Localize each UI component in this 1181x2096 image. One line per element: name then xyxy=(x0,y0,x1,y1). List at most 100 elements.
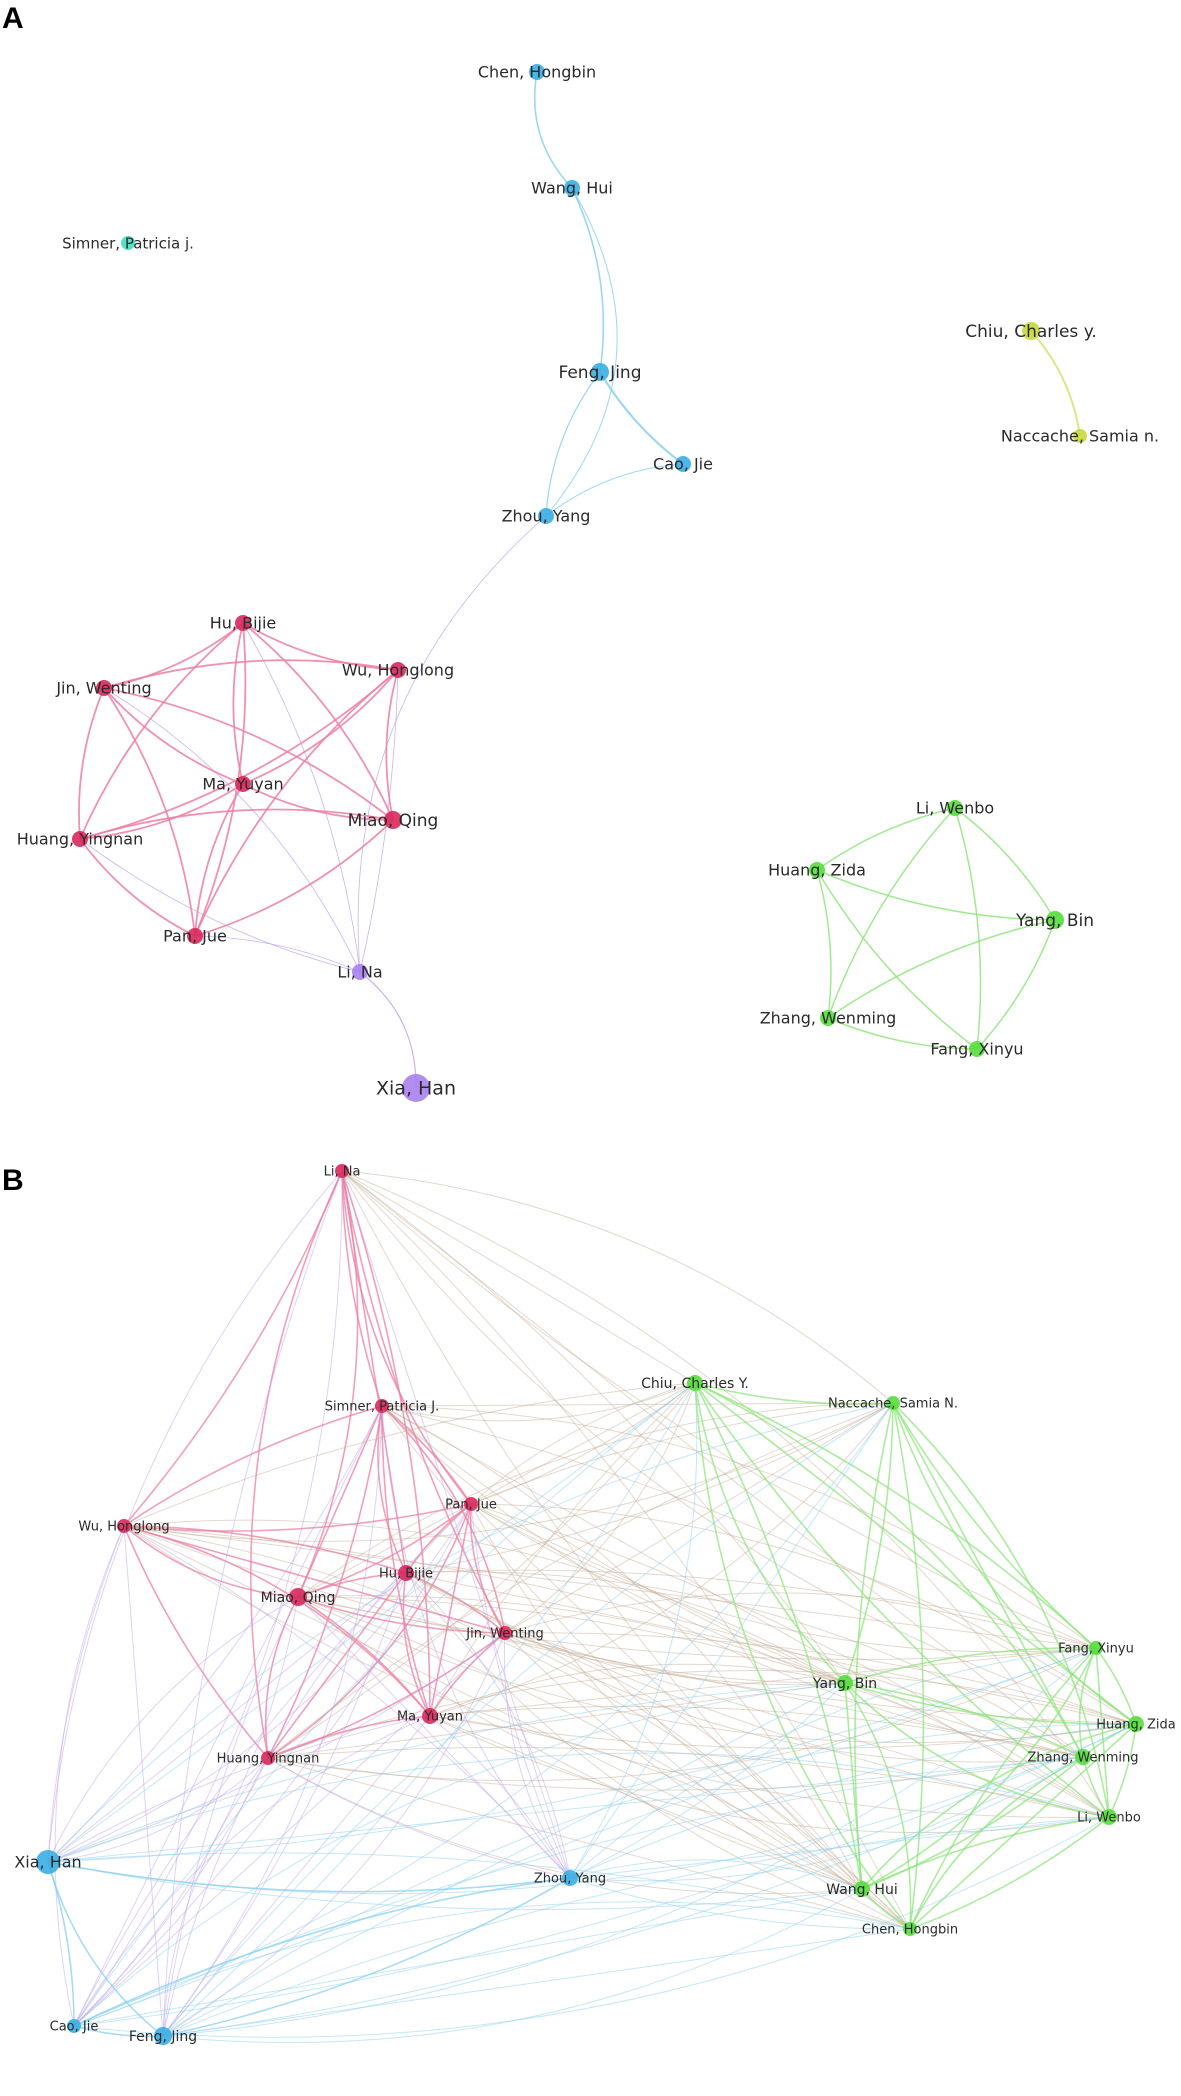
panel-b-node-fang-xinyu xyxy=(1089,1641,1103,1655)
panel-b-edge-104 xyxy=(297,1595,1110,1818)
panel-b-edge-64 xyxy=(267,1503,472,1759)
panel-b-edge-13 xyxy=(341,1170,1084,1758)
panel-b-edge-191 xyxy=(47,1682,846,1863)
panel-b-edge-8 xyxy=(341,1170,696,1384)
panel-a-node-feng-jing xyxy=(591,363,609,381)
panel-a-edge-18 xyxy=(79,622,244,840)
panel-b-edge-88 xyxy=(405,1572,1110,1818)
panel-b-edge-215 xyxy=(162,1816,1110,2037)
panel-a-edge-36 xyxy=(954,807,1056,921)
panel-b-edge-127 xyxy=(429,1382,696,1717)
panel-b-label-huang-yingnan: Huang, Yingnan xyxy=(217,1752,320,1767)
panel-b-edge-78 xyxy=(297,1572,407,1598)
panel-a-edge-16 xyxy=(232,622,244,785)
panel-b-label-zhang-wenming: Zhang, Wenming xyxy=(1028,1751,1139,1766)
panel-b-edge-118 xyxy=(504,1632,1084,1763)
panel-b-edge-108 xyxy=(297,1596,571,1879)
panel-b-edge-128 xyxy=(429,1402,894,1717)
panel-b-edge-228 xyxy=(73,1877,571,2027)
panel-b-edge-20 xyxy=(162,1170,343,2037)
panel-b-edge-225 xyxy=(47,1861,571,1893)
panel-b-node-simner xyxy=(375,1399,389,1413)
panel-b-edge-102 xyxy=(297,1596,1137,1744)
panel-b-label-yang-bin: Yang, Bin xyxy=(812,1676,877,1692)
panel-b-edge-35 xyxy=(381,1405,863,1890)
panel-b-edge-36 xyxy=(381,1405,911,1930)
panel-b-edge-87 xyxy=(405,1571,1084,1758)
panel-b-edge-147 xyxy=(267,1757,863,1895)
panel-b-edge-38 xyxy=(381,1405,571,1879)
panel-a-node-yang-bin xyxy=(1046,911,1064,929)
panel-b-node-hu-bijie xyxy=(398,1565,414,1581)
panel-a-node-hu-bijie xyxy=(235,615,251,631)
panel-b-node-wang-hui xyxy=(854,1881,870,1897)
panel-a-edge-42 xyxy=(827,919,1056,1019)
panel-a-label-feng-jing: Feng, Jing xyxy=(559,363,642,383)
panel-b-edge-84 xyxy=(405,1569,1097,1649)
panel-a-label: A xyxy=(2,2,24,35)
panel-a-node-ma-yuyan xyxy=(235,776,251,792)
panel-b-edge-30 xyxy=(381,1405,1097,1649)
panel-b-edge-49 xyxy=(123,1525,1097,1649)
panel-b-label-zhou-yang: Zhou, Yang xyxy=(534,1872,606,1887)
panel-b-label-chiu: Chiu, Charles Y. xyxy=(641,1376,749,1392)
panel-b-node-jin-wenting xyxy=(498,1626,512,1640)
panel-b-edge-33 xyxy=(381,1405,1084,1758)
panel-b-label-wu-honglong: Wu, Honglong xyxy=(78,1520,169,1535)
panel-b-edge-58 xyxy=(54,1525,125,2027)
panel-b-edge-214 xyxy=(73,1816,1110,2038)
panel-b-edge-63 xyxy=(429,1503,472,1717)
panel-a-edge-24 xyxy=(194,669,399,937)
panel-a-label-yang-bin: Yang, Bin xyxy=(1015,911,1094,931)
panel-b-node-xia-han xyxy=(36,1850,60,1874)
panel-b-node-ma-yuyan xyxy=(422,1708,438,1724)
panel-b-edge-177 xyxy=(1095,1647,1137,1725)
panel-b-edge-26 xyxy=(381,1405,431,1717)
panel-a-edge-13 xyxy=(194,935,361,973)
panel-a-label-miao-qing: Miao, Qing xyxy=(348,811,439,831)
panel-b-edge-142 xyxy=(267,1647,1097,1782)
panel-b-edge-218 xyxy=(569,1859,863,1890)
panel-a-edge-40 xyxy=(816,869,832,1019)
panel-b-edge-219 xyxy=(73,1888,863,2027)
panel-b-label-hu-bijie: Hu, Bijie xyxy=(379,1567,433,1582)
panel-b-edge-19 xyxy=(73,1170,343,2027)
panel-b-edge-212 xyxy=(47,1752,1110,1863)
panel-b-node-zhang-wenming xyxy=(1075,1749,1091,1765)
panel-b-edge-149 xyxy=(47,1757,269,1863)
panel-b-label-cao-jie: Cao, Jie xyxy=(50,2020,99,2035)
panel-b-edge-230 xyxy=(73,2025,164,2038)
panel-b-nodes xyxy=(36,1164,1144,2045)
panel-b-edge-144 xyxy=(267,1670,1137,1759)
panel-b-edge-12 xyxy=(341,1170,1137,1725)
panel-b-edge-76 xyxy=(73,1503,472,2027)
panel-b-edge-50 xyxy=(123,1519,846,1684)
panel-b-label-feng-jing: Feng, Jing xyxy=(129,2029,197,2045)
panel-a-label-ma-yuyan: Ma, Yuyan xyxy=(202,775,283,794)
panel-b-label-xia-han: Xia, Han xyxy=(14,1853,81,1872)
panel-b-edge-124 xyxy=(73,1632,506,2027)
panel-b-edge-162 xyxy=(569,1382,698,1879)
panel-b-label-miao-qing: Miao, Qing xyxy=(261,1590,336,1606)
panel-a-label-zhang-wenming: Zhang, Wenming xyxy=(760,1009,897,1028)
panel-a-edge-26 xyxy=(103,687,394,821)
panel-b-edge-159 xyxy=(694,1382,863,1890)
panel-a-node-simner xyxy=(121,236,135,250)
panel-a-node-huang-yingnan xyxy=(72,831,88,847)
panel-a-edge-41 xyxy=(816,869,978,1050)
panel-b-edge-207 xyxy=(569,1756,1084,1882)
panel-b-edge-15 xyxy=(341,1170,863,1890)
panel-a-label-li-na: Li, Na xyxy=(337,963,382,982)
panel-b-edge-89 xyxy=(405,1572,863,1890)
panel-b-label-pan-jue: Pan, Jue xyxy=(445,1498,497,1513)
panel-b-edge-178 xyxy=(1078,1647,1097,1758)
panel-b-edge-224 xyxy=(162,1928,911,2037)
panel-b-edge-7 xyxy=(250,1170,343,1759)
panel-b-edge-173 xyxy=(569,1402,894,1879)
panel-b-edge-140 xyxy=(267,1382,696,1759)
panel-a-edge-32 xyxy=(79,808,394,840)
panel-b-edge-66 xyxy=(470,1402,894,1505)
panel-b-edge-169 xyxy=(892,1402,1110,1818)
